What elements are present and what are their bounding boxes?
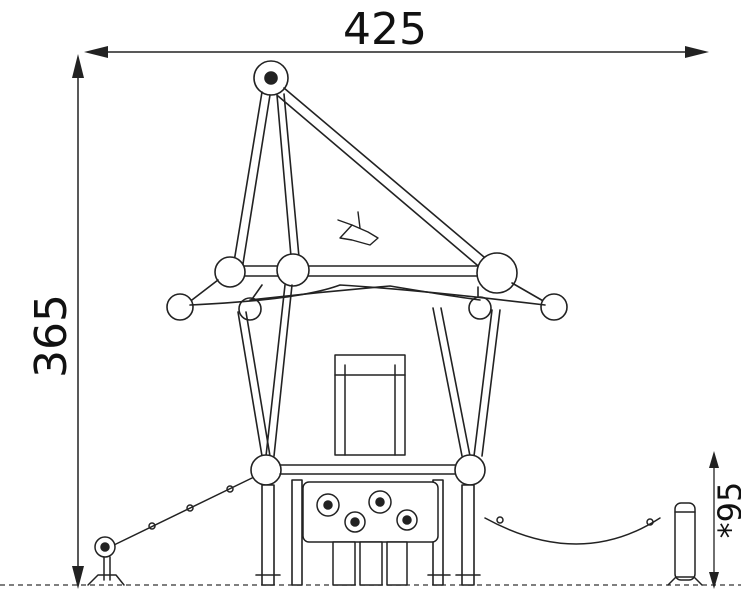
height-label: 365 — [26, 294, 77, 378]
left-rope-anchor — [87, 477, 253, 586]
tower-frame — [166, 60, 568, 586]
width-label: 425 — [343, 4, 427, 55]
height-dimension: 365 — [26, 54, 84, 589]
width-dimension: 425 — [84, 4, 709, 58]
side-dimension: *95 — [709, 451, 741, 589]
side-label: *95 — [711, 482, 741, 539]
right-rope-bollard — [484, 502, 703, 586]
net-ornament — [337, 211, 379, 246]
climbing-panel — [302, 354, 439, 586]
